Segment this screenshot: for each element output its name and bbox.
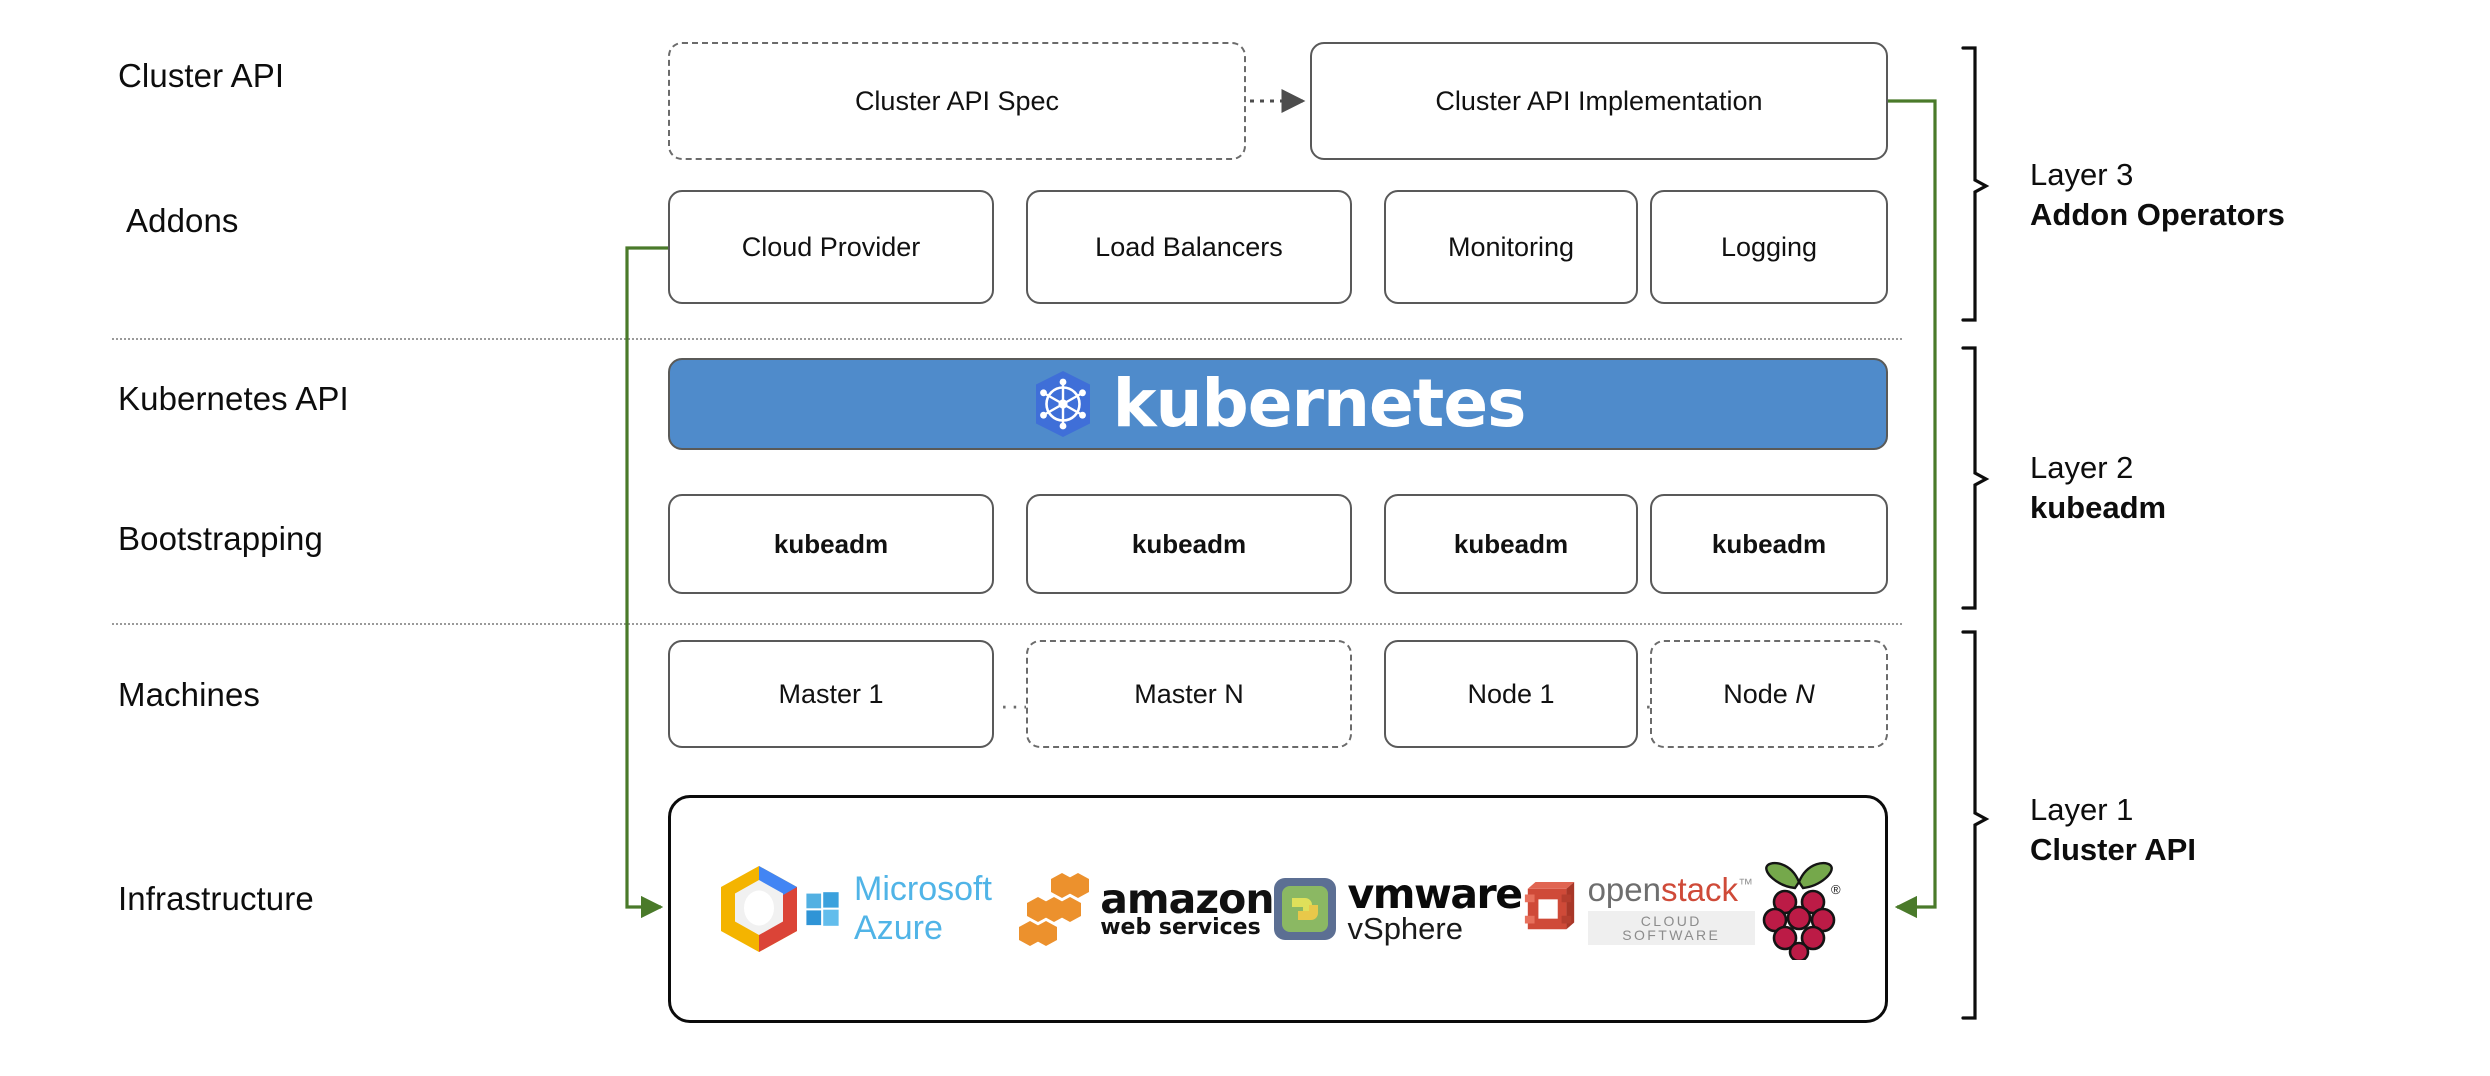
svg-text:®: ® [1831, 882, 1841, 897]
separator-layer2-layer1 [112, 623, 1902, 625]
row-label-kubernetes-api: Kubernetes API [118, 380, 349, 417]
box-kubeadm-2[interactable]: kubeadm [1026, 494, 1352, 594]
row-label-bootstrapping: Bootstrapping [118, 520, 323, 557]
openstack-subtext: CLOUD SOFTWARE [1587, 911, 1755, 945]
box-kubeadm-1[interactable]: kubeadm [668, 494, 994, 594]
box-label: kubeadm [1711, 528, 1827, 559]
layer-1-label: Layer 1 Cluster API [2030, 792, 2196, 867]
box-label: Master 1 [778, 678, 884, 709]
aws-subtext: web services [1100, 914, 1261, 940]
openstack-logo: openstack™ CLOUD SOFTWARE [1522, 873, 1755, 945]
connector-cloud-provider-to-infrastructure [625, 246, 668, 919]
box-label: Logging [1720, 231, 1818, 262]
box-label: Cloud Provider [741, 231, 921, 262]
row-label-machines: Machines [118, 676, 261, 713]
vmware-vsphere-logo: vmware vSphere [1273, 869, 1524, 946]
box-cluster-api-spec[interactable]: Cluster API Spec [668, 42, 1246, 160]
layer-2-label: Layer 2 kubeadm [2030, 450, 2167, 525]
raspberry-pi-logo: ® [1755, 858, 1843, 960]
box-label: kubeadm [1453, 528, 1569, 559]
box-kubeadm-4[interactable]: kubeadm [1650, 494, 1888, 594]
box-label: Monitoring [1447, 231, 1575, 262]
kubernetes-wordmark: kubernetes [1112, 365, 1527, 442]
layer-2-bracket [1961, 346, 1990, 610]
box-label: kubeadm [773, 528, 889, 559]
row-label-infrastructure: Infrastructure [118, 880, 314, 917]
kubernetes-api-banner[interactable]: kubernetes [668, 358, 1888, 450]
box-load-balancers[interactable]: Load Balancers [1026, 190, 1352, 304]
amazon-web-services-logo: amazon web services [1018, 871, 1275, 947]
box-master-1[interactable]: Master 1 [668, 640, 994, 748]
infrastructure-box[interactable]: Microsoft Azure amazon web services [668, 795, 1888, 1023]
row-label-addons: Addons [126, 202, 239, 239]
machines-ellipsis-masters: ··· [1000, 690, 1032, 720]
kubernetes-helm-wheel-icon [1031, 369, 1095, 439]
box-node-1[interactable]: Node 1 [1384, 640, 1638, 748]
layer-3-label: Layer 3 Addon Operators [2030, 157, 2285, 232]
box-label: Node N [1723, 678, 1815, 709]
vmware-wordmark: vmware [1347, 869, 1524, 918]
box-label: Cluster API Spec [854, 85, 1060, 116]
box-node-n[interactable]: Node N [1650, 640, 1888, 748]
box-master-n[interactable]: Master N [1026, 640, 1352, 748]
microsoft-azure-logo: Microsoft Azure [805, 870, 1018, 948]
box-kubeadm-3[interactable]: kubeadm [1384, 494, 1638, 594]
azure-wordmark: Microsoft Azure [854, 870, 992, 947]
box-cloud-provider[interactable]: Cloud Provider [668, 190, 994, 304]
box-logging[interactable]: Logging [1650, 190, 1888, 304]
google-cloud-platform-logo [713, 862, 805, 956]
layer-1-bracket [1961, 630, 1990, 1020]
box-monitoring[interactable]: Monitoring [1384, 190, 1638, 304]
connector-implementation-to-infrastructure [1888, 99, 1937, 919]
amazon-wordmark: amazon [1100, 874, 1274, 923]
row-label-cluster-api: Cluster API [118, 57, 285, 94]
box-label: Node 1 [1467, 678, 1555, 709]
separator-layer3-layer2 [112, 338, 1902, 340]
box-label: kubeadm [1131, 528, 1247, 559]
openstack-wordmark: openstack™ [1587, 871, 1754, 908]
box-label: Master N [1134, 678, 1244, 709]
layer-3-bracket [1961, 46, 1990, 322]
vsphere-subtext: vSphere [1347, 910, 1463, 946]
box-cluster-api-implementation[interactable]: Cluster API Implementation [1310, 42, 1888, 160]
box-label: Cluster API Implementation [1435, 85, 1763, 116]
box-label: Load Balancers [1095, 231, 1283, 262]
